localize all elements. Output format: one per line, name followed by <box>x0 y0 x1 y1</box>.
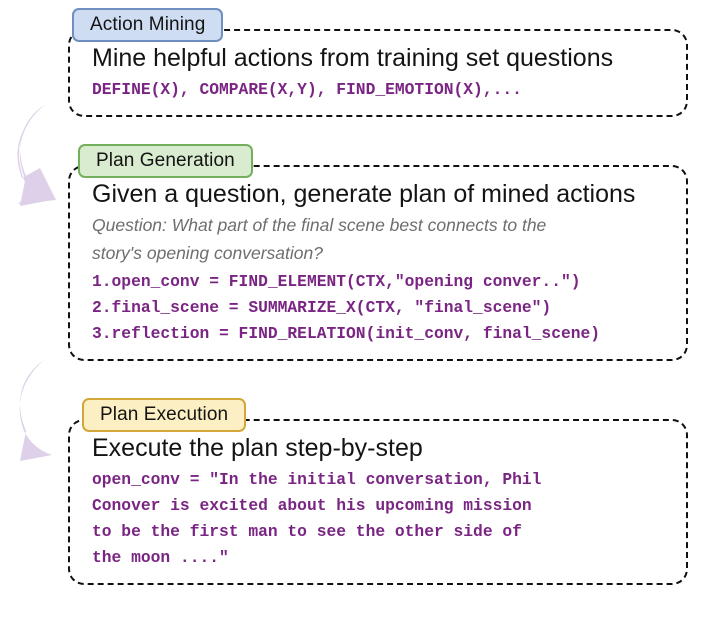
code-block-plan-generation: 1.open_conv = FIND_ELEMENT(CTX,"opening … <box>86 269 670 346</box>
headline-plan-execution: Execute the plan step-by-step <box>92 434 423 462</box>
section-plan-execution: Plan Execution Execute the plan step-by-… <box>68 398 688 585</box>
code-block-plan-execution: open_conv = "In the initial conversation… <box>86 467 670 570</box>
headline-plan-generation: Given a question, generate plan of mined… <box>92 180 636 208</box>
code-block-action-mining: DEFINE(X), COMPARE(X,Y), FIND_EMOTION(X)… <box>86 77 670 102</box>
plan-step-line: 1.open_conv = FIND_ELEMENT(CTX,"opening … <box>92 272 581 291</box>
arrow-plan-generation-to-plan-execution <box>19 360 53 461</box>
badge-plan-execution: Plan Execution <box>82 398 247 432</box>
badge-action-mining: Action Mining <box>72 8 224 42</box>
execution-output-line: open_conv = "In the initial conversation… <box>92 470 542 489</box>
execution-output-line: to be the first man to see the other sid… <box>92 522 522 541</box>
panel-action-mining: Mine helpful actions from training set q… <box>68 29 688 117</box>
plan-step-line: 3.reflection = FIND_RELATION(init_conv, … <box>92 324 601 343</box>
badge-plan-generation: Plan Generation <box>78 144 253 178</box>
execution-output-line: the moon ...." <box>92 548 229 567</box>
plan-step-line: 2.final_scene = SUMMARIZE_X(CTX, "final_… <box>92 298 552 317</box>
section-action-mining: Action Mining Mine helpful actions from … <box>68 8 688 117</box>
question-text-line: Question: What part of the final scene b… <box>92 215 547 235</box>
section-plan-generation: Plan Generation Given a question, genera… <box>68 144 688 361</box>
panel-plan-generation: Given a question, generate plan of mined… <box>68 165 688 361</box>
headline-action-mining: Mine helpful actions from training set q… <box>92 44 614 72</box>
execution-output-line: Conover is excited about his upcoming mi… <box>92 496 532 515</box>
question-text-line: story's opening conversation? <box>92 243 323 263</box>
arrow-action-mining-to-plan-generation <box>17 104 56 206</box>
code-line: DEFINE(X), COMPARE(X,Y), FIND_EMOTION(X)… <box>92 80 522 99</box>
panel-plan-execution: Execute the plan step-by-step open_conv … <box>68 419 688 585</box>
